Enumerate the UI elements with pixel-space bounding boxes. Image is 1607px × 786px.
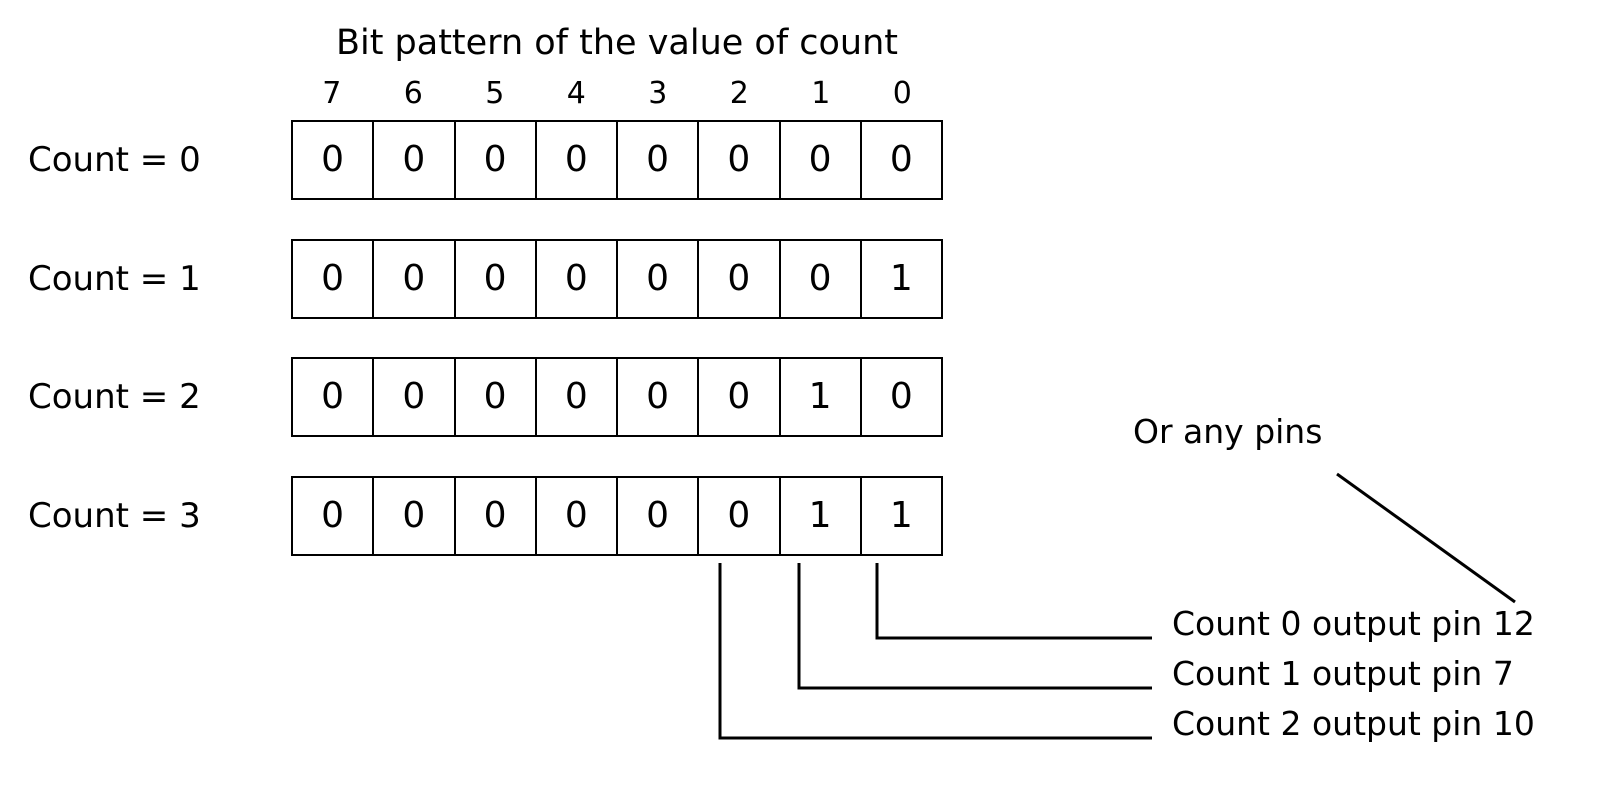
bit-index-6: 6 xyxy=(403,76,423,111)
bit-index-4: 4 xyxy=(566,76,586,111)
bit-cell: 0 xyxy=(618,122,700,198)
bit-cells-count-2: 0 0 0 0 0 0 1 0 xyxy=(291,357,943,437)
bit-cell: 0 xyxy=(293,122,375,198)
bit-cell: 0 xyxy=(456,122,537,198)
bit-cell: 0 xyxy=(456,359,537,435)
bit-cell: 0 xyxy=(293,241,375,317)
bit-cell: 0 xyxy=(537,359,618,435)
bit-cell: 0 xyxy=(699,241,781,317)
count-row: Count = 3 0 0 0 0 0 0 1 1 xyxy=(0,476,1607,556)
bit-cell: 0 xyxy=(699,122,781,198)
bit-cell: 0 xyxy=(374,122,456,198)
bit-cell: 1 xyxy=(889,495,913,536)
bit-index-3: 3 xyxy=(648,76,668,111)
bit-index-1: 1 xyxy=(811,76,831,111)
row-label-count-1: Count = 1 xyxy=(28,259,201,299)
bit-cell: 0 xyxy=(374,241,456,317)
bit-cell: 0 xyxy=(781,122,862,198)
bit-cell: 0 xyxy=(456,241,537,317)
annotation-count-0-output-pin: Count 0 output pin 12 xyxy=(1172,604,1535,643)
bit-cell: 0 xyxy=(699,359,781,435)
row-label-count-0: Count = 0 xyxy=(28,140,201,180)
bit-cell: 0 xyxy=(699,478,781,554)
bit-cell: 0 xyxy=(537,122,618,198)
bit-index-7: 7 xyxy=(322,76,342,111)
row-label-count-3: Count = 3 xyxy=(28,496,201,536)
bit-cell: 0 xyxy=(889,139,913,180)
count-row: Count = 1 0 0 0 0 0 0 0 1 xyxy=(0,239,1607,319)
bit-cell: 0 xyxy=(293,478,375,554)
bit-cell: 1 xyxy=(781,478,862,554)
bit-index-header: 7 6 5 4 3 2 1 0 xyxy=(291,76,943,112)
leader-line-bit-0 xyxy=(875,563,1152,640)
count-row: Count = 2 0 0 0 0 0 0 1 0 xyxy=(0,357,1607,437)
bit-cell: 0 xyxy=(374,478,456,554)
count-row: Count = 0 0 0 0 0 0 0 0 0 xyxy=(0,120,1607,200)
bit-cell: 0 xyxy=(374,359,456,435)
annotation-or-any-pins: Or any pins xyxy=(1133,412,1323,451)
page-title: Bit pattern of the value of count xyxy=(335,23,899,63)
annotation-count-1-output-pin: Count 1 output pin 7 xyxy=(1172,654,1514,693)
bit-cells-count-3: 0 0 0 0 0 0 1 1 xyxy=(291,476,943,556)
leader-line-bit-2 xyxy=(718,563,1152,740)
bit-cells-count-1: 0 0 0 0 0 0 0 1 xyxy=(291,239,943,319)
annotation-count-2-output-pin: Count 2 output pin 10 xyxy=(1172,704,1535,743)
bit-index-2: 2 xyxy=(729,76,749,111)
bit-cell: 1 xyxy=(781,359,862,435)
bit-cell: 0 xyxy=(618,359,700,435)
bit-cell: 0 xyxy=(293,359,375,435)
bit-cells-count-0: 0 0 0 0 0 0 0 0 xyxy=(291,120,943,200)
bit-cell: 0 xyxy=(781,241,862,317)
bit-index-5: 5 xyxy=(485,76,505,111)
bit-cell: 0 xyxy=(889,376,913,417)
row-label-count-2: Count = 2 xyxy=(28,377,201,417)
bit-cell: 0 xyxy=(618,241,700,317)
bit-cell: 0 xyxy=(618,478,700,554)
bit-index-0: 0 xyxy=(892,76,912,111)
bit-cell: 1 xyxy=(889,258,913,299)
bit-cell: 0 xyxy=(537,478,618,554)
bit-cell: 0 xyxy=(456,478,537,554)
bit-cell: 0 xyxy=(537,241,618,317)
leader-line-bit-1 xyxy=(797,563,1152,690)
